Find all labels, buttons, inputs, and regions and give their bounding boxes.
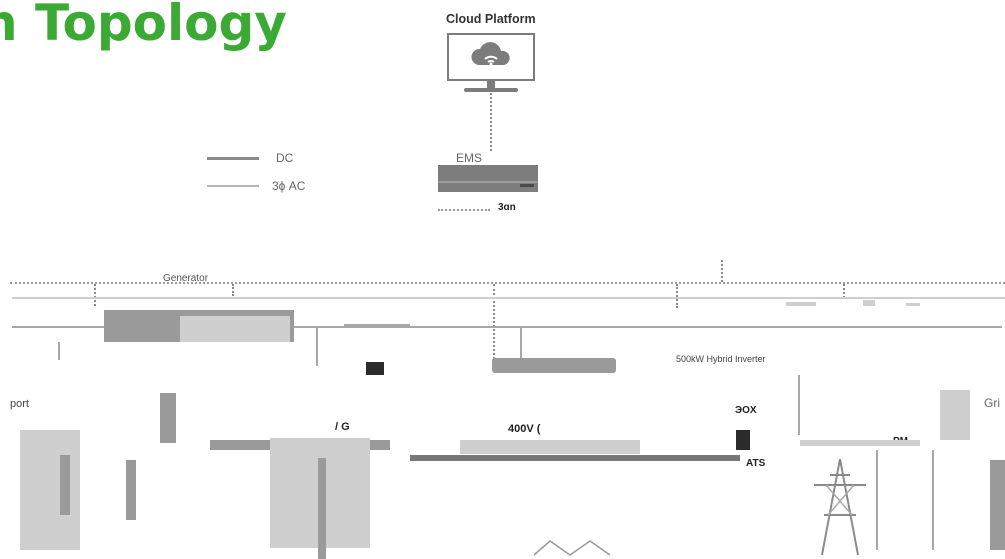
port-label: port bbox=[10, 398, 29, 410]
ems-comm-line bbox=[438, 209, 490, 211]
inverter-label: 500kW Hybrid Inverter bbox=[676, 354, 766, 364]
legend-dc-line bbox=[207, 157, 259, 160]
breaker bbox=[863, 300, 875, 306]
bus-drop bbox=[94, 284, 96, 306]
legend-ac-line bbox=[207, 185, 259, 187]
grid-cabinet bbox=[940, 390, 970, 440]
legend-dc-label: DC bbox=[276, 151, 294, 165]
grid-label: Gri bbox=[984, 396, 1000, 410]
monitor-stand bbox=[487, 81, 495, 88]
battery-rack bbox=[20, 430, 80, 550]
generator-controller bbox=[366, 362, 384, 375]
bus-drop-ems bbox=[721, 260, 723, 282]
generator-label: Generator bbox=[163, 273, 209, 284]
load-label: / G bbox=[335, 421, 350, 433]
monitor-base bbox=[464, 88, 518, 92]
generator-link bbox=[58, 342, 60, 360]
ac-busbar bbox=[12, 297, 1005, 299]
pcs-column bbox=[318, 458, 326, 559]
cable-lines bbox=[533, 540, 611, 556]
page-title: n Topology bbox=[0, 0, 287, 52]
generator-engine bbox=[180, 316, 290, 342]
box-label: ЭOX bbox=[735, 405, 757, 416]
comm-bus bbox=[10, 282, 1005, 284]
breaker bbox=[786, 302, 816, 306]
cloud-platform-label: Cloud Platform bbox=[446, 12, 536, 26]
transformer-unit bbox=[460, 440, 640, 454]
ems-label: EMS bbox=[456, 151, 483, 165]
dc-busbar bbox=[12, 326, 1002, 328]
inverter-unit bbox=[492, 358, 616, 373]
bus-drop bbox=[232, 284, 234, 296]
legend-ac-label: 3ϕ AC bbox=[272, 179, 306, 193]
inverter-link bbox=[520, 326, 522, 358]
monitor-icon bbox=[447, 33, 535, 81]
cloud-wifi-icon bbox=[471, 42, 510, 66]
generator-link bbox=[316, 326, 318, 366]
bus-drop bbox=[493, 284, 495, 359]
transformer-label: 400V ( bbox=[508, 423, 541, 435]
transmission-tower-icon bbox=[814, 458, 866, 556]
ats-label: ATS bbox=[746, 458, 766, 469]
ems-sublabel: 3ɑn bbox=[498, 202, 516, 213]
battery-module bbox=[126, 460, 136, 520]
bus-drop bbox=[843, 284, 845, 298]
grid-link bbox=[798, 375, 800, 435]
grid-pole bbox=[932, 450, 934, 550]
lv-busbar bbox=[410, 455, 740, 461]
switch-unit bbox=[736, 430, 750, 450]
battery-module bbox=[60, 455, 70, 515]
battery-cabinet bbox=[160, 393, 176, 443]
grid-meter bbox=[990, 460, 1005, 550]
breaker bbox=[906, 303, 920, 306]
grid-pole bbox=[876, 450, 878, 550]
cloud-ems-link bbox=[490, 93, 492, 151]
ems-led bbox=[520, 184, 534, 187]
grid-busbar bbox=[800, 440, 920, 446]
bus-drop bbox=[676, 284, 678, 308]
ems-unit bbox=[438, 165, 538, 192]
generator-link bbox=[344, 324, 410, 326]
ems-stripe bbox=[438, 181, 538, 183]
